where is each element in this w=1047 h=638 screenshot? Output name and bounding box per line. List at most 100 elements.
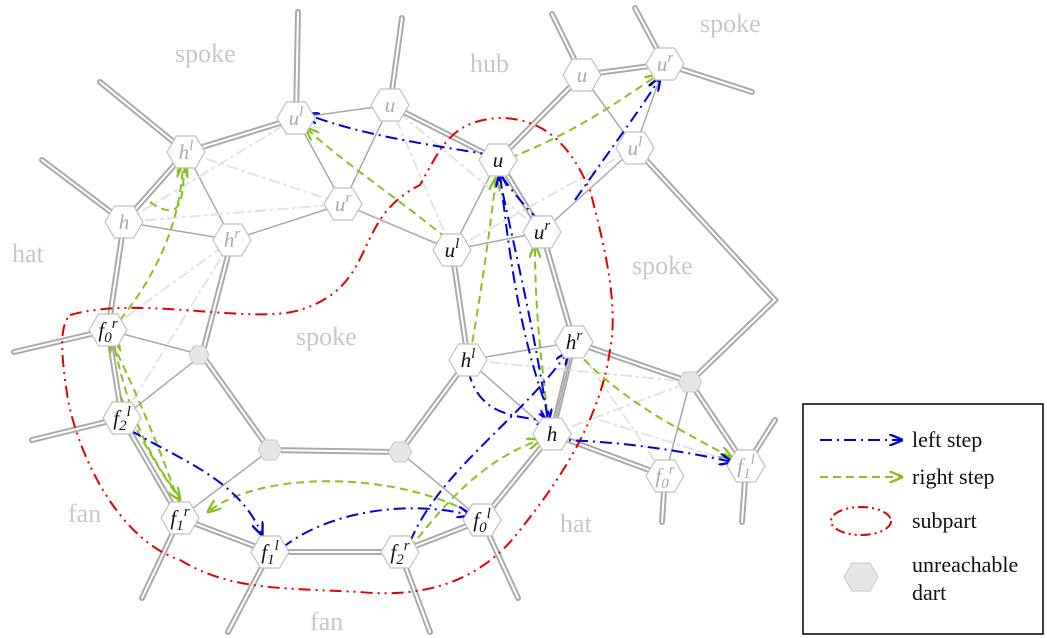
node-sup: l <box>455 236 459 252</box>
legend-item-left-step: left step <box>820 427 982 452</box>
node-label: u <box>289 106 300 130</box>
node-sub: 0 <box>661 476 669 492</box>
node-f0-l: f0l <box>462 503 502 537</box>
node-sub: 2 <box>396 552 404 568</box>
node-u-main: u <box>478 143 518 177</box>
legend-item-subpart: subpart <box>830 506 977 536</box>
node-sup: l <box>275 538 279 554</box>
node-sub: 0 <box>479 520 487 536</box>
node-label: u <box>385 93 396 117</box>
node-u-l-top: ul <box>276 101 316 135</box>
node-label: u <box>577 63 588 87</box>
node-f2-r: f2r <box>380 535 420 569</box>
node-f1-l: f1l <box>250 535 290 569</box>
node-sup: l <box>189 138 193 154</box>
svg-text:f0r: f0r <box>98 316 117 346</box>
region-labels: spoke hub spoke hat spoke spoke fan hat … <box>12 9 761 636</box>
node-sub: 1 <box>743 466 751 482</box>
node-f0-r-far: f0r <box>645 459 685 493</box>
legend-label-dart: dart <box>912 580 946 605</box>
node-sup: l <box>127 404 131 420</box>
svg-text:ul: ul <box>289 104 304 130</box>
legend-item-unreachable: unreachable dart <box>843 552 1018 605</box>
region-label-spoke: spoke <box>700 9 761 38</box>
unreachable-dart-hexagon <box>387 441 413 463</box>
svg-text:ur: ur <box>657 50 674 76</box>
svg-text:ur: ur <box>534 218 551 244</box>
region-label-hat: hat <box>560 509 593 538</box>
legend-label-right-step: right step <box>912 464 995 489</box>
node-sup: r <box>345 190 351 206</box>
node-label: h <box>224 228 235 252</box>
node-label: u <box>445 238 456 262</box>
svg-text:hl: hl <box>179 138 194 164</box>
unreachable-darts <box>188 345 703 463</box>
node-h-left: h <box>104 205 144 239</box>
node-u-far: u <box>562 58 602 92</box>
node-label: u <box>493 148 504 172</box>
dart-nodes: ul u hl h hr ur u ul <box>88 47 766 569</box>
node-sup: r <box>544 218 550 234</box>
node-sup: r <box>234 226 240 242</box>
region-label-fan: fan <box>310 607 343 636</box>
svg-text:hr: hr <box>566 328 583 354</box>
node-label: u <box>335 192 346 216</box>
node-h-main: h <box>532 417 572 451</box>
unreachable-dart-hexagon <box>188 345 210 365</box>
node-label: f <box>655 464 664 488</box>
node-label: h <box>547 422 558 446</box>
unreachable-dart-hexagon <box>257 439 283 461</box>
node-sup: r <box>669 462 675 478</box>
right-step-arrows <box>110 75 732 549</box>
node-u-r-far: ur <box>645 47 685 81</box>
node-h-l-left: hl <box>166 135 206 169</box>
node-label: f <box>170 506 179 530</box>
node-sup: l <box>471 346 475 362</box>
node-label: u <box>534 220 545 244</box>
node-sub: 2 <box>119 418 127 434</box>
node-f1-l-far: f1l <box>726 449 766 483</box>
node-sup: r <box>184 504 190 520</box>
node-sub: 1 <box>267 552 275 568</box>
legend-label-subpart: subpart <box>912 508 977 533</box>
node-f0-r: f0r <box>88 313 128 347</box>
node-label: f <box>473 508 482 532</box>
node-label: f <box>390 540 399 564</box>
region-label-fan: fan <box>68 499 101 528</box>
node-label: u <box>628 136 639 160</box>
legend: left step right step subpart unreachable… <box>802 403 1044 635</box>
node-sup: r <box>112 316 118 332</box>
node-sup: l <box>638 134 642 150</box>
node-h-l-main: hl <box>448 343 488 377</box>
node-label: h <box>461 348 472 372</box>
legend-box <box>802 403 1044 635</box>
svg-text:f1r: f1r <box>170 504 189 534</box>
node-sup: r <box>576 328 582 344</box>
node-sup: r <box>404 538 410 554</box>
svg-text:f1l: f1l <box>261 538 279 568</box>
node-label: f <box>261 540 270 564</box>
node-h-r-main: hr <box>554 325 594 359</box>
node-label: h <box>119 210 130 234</box>
region-label-hat: hat <box>12 239 45 268</box>
node-label: f <box>737 454 746 478</box>
svg-text:f0r: f0r <box>655 462 674 492</box>
node-label: h <box>179 140 190 164</box>
node-f1-r: f1r <box>160 501 200 535</box>
left-step-arrows <box>129 78 732 549</box>
region-label-spoke: spoke <box>632 251 693 280</box>
region-label-spoke: spoke <box>175 39 236 68</box>
node-label: h <box>566 330 577 354</box>
node-sub: 0 <box>104 330 112 346</box>
subpart-outline <box>61 116 614 595</box>
node-h-r-left: hr <box>212 223 252 257</box>
node-u-r-main: ur <box>522 215 562 249</box>
svg-text:ul: ul <box>628 134 643 160</box>
svg-text:f0l: f0l <box>473 506 491 536</box>
node-sub: 1 <box>176 518 184 534</box>
node-u-l-far: ul <box>615 131 655 165</box>
svg-text:ul: ul <box>445 236 460 262</box>
svg-text:hl: hl <box>461 346 476 372</box>
svg-text:hr: hr <box>224 226 241 252</box>
